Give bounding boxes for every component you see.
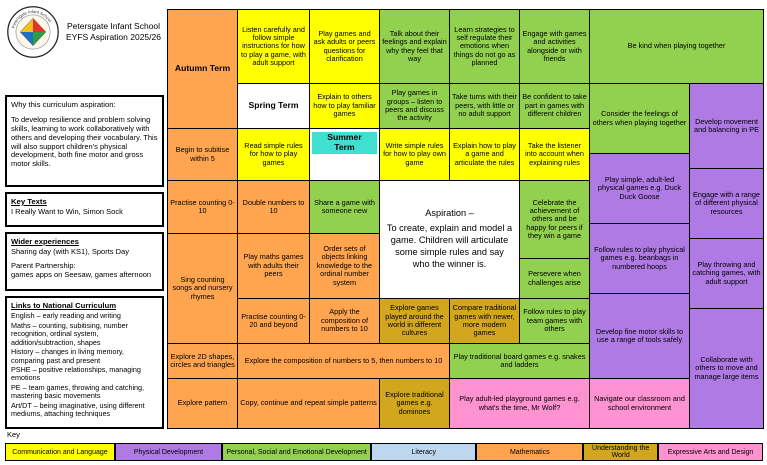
cell-take-listener: Take the listener into account when expl… bbox=[520, 129, 589, 180]
cell-engage-physical-resources: Engage with a range of different physica… bbox=[690, 169, 763, 238]
legend-literacy: Literacy bbox=[371, 443, 477, 461]
cell-double-numbers: Double numbers to 10 bbox=[238, 181, 309, 233]
key-texts-title: Key Texts bbox=[11, 197, 47, 206]
cell-explore-pattern: Explore pattern bbox=[168, 379, 237, 428]
nc-item-maths: Maths – counting, subitising, number rec… bbox=[11, 320, 129, 347]
cell-play-board-games: Play traditional board games e.g. snakes… bbox=[450, 344, 589, 378]
document-title: EYFS Aspiration 2025/26 bbox=[66, 32, 161, 42]
cell-follow-rules-physical: Follow rules to play physical games e.g.… bbox=[590, 224, 689, 293]
cell-explain-to-others: Explain to others how to play familiar g… bbox=[310, 84, 379, 128]
summer-term-label: Summer Term bbox=[312, 132, 377, 154]
aspiration-box: Aspiration – To create, explain and mode… bbox=[380, 181, 519, 298]
cell-consider-feelings: Consider the feelings of others when pla… bbox=[590, 84, 689, 153]
legend-psed: Personal, Social and Emotional Developme… bbox=[222, 443, 372, 461]
cell-play-maths-games: Play maths games with adults their peers bbox=[238, 234, 309, 298]
nc-item-pe: PE – team games, throwing and catching, … bbox=[11, 382, 145, 401]
nc-item-history: History – changes in living memory, comp… bbox=[11, 347, 124, 365]
national-curriculum-title: Links to National Curriculum bbox=[11, 301, 117, 310]
cell-engage-friends: Engage with games and activities alongsi… bbox=[520, 10, 589, 83]
cell-practise-0-10: Practise counting 0-10 bbox=[168, 181, 237, 233]
school-logo: Petersgate Infant School bbox=[7, 6, 59, 58]
parent-partnership-label: Parent Partnership: bbox=[11, 260, 76, 270]
wider-experiences-title: Wider experiences bbox=[11, 237, 79, 246]
school-name: Petersgate Infant School bbox=[66, 20, 161, 31]
wider-experiences-box: Wider experiences Sharing day (with KS1)… bbox=[5, 232, 164, 291]
cell-follow-rules-team: Follow rules to play team games with oth… bbox=[520, 299, 589, 343]
legend-label: Key bbox=[7, 430, 20, 439]
cell-talk-feelings: Talk about their feelings and explain wh… bbox=[380, 10, 449, 83]
legend-bar: Communication and Language Physical Deve… bbox=[5, 443, 764, 461]
cell-explore-composition: Explore the composition of numbers to 5,… bbox=[238, 344, 449, 378]
cell-be-confident: Be confident to take part in games with … bbox=[520, 84, 589, 128]
cell-play-playground: Play adult-led playground games e.g. wha… bbox=[450, 379, 589, 428]
nc-item-pshe: PSHE – positive relationships, managing … bbox=[11, 364, 141, 383]
cell-sing-counting: Sing counting songs and nursery rhymes bbox=[168, 234, 237, 343]
cell-be-kind: Be kind when playing together bbox=[590, 10, 763, 83]
key-texts-box: Key Texts I Really Want to Win, Simon So… bbox=[5, 192, 164, 227]
cell-begin-subitise: Begin to subitise within 5 bbox=[168, 129, 237, 180]
national-curriculum-box: Links to National Curriculum English – e… bbox=[5, 296, 164, 429]
cell-listen-carefully: Listen carefully and follow simple instr… bbox=[238, 10, 309, 83]
logo-crest-icon bbox=[19, 17, 47, 47]
cell-celebrate-achievement: Celebrate the achievement of others and … bbox=[520, 181, 589, 258]
cell-play-simple-adult-led: Play simple, adult-led physical games e.… bbox=[590, 154, 689, 223]
cell-develop-movement: Develop movement and balancing in PE bbox=[690, 84, 763, 168]
cell-copy-continue: Copy, continue and repeat simple pattern… bbox=[238, 379, 379, 428]
cell-write-simple-rules: Write simple rules for how to play own g… bbox=[380, 129, 449, 180]
parent-partnership-detail: games apps on Seesaw, games afternoon bbox=[11, 269, 152, 279]
wider-experiences-line: Sharing day (with KS1), Sports Day bbox=[11, 247, 129, 257]
cell-autumn-term: Autumn Term bbox=[168, 10, 237, 128]
cell-play-games-ask: Play games and ask adults or peers quest… bbox=[310, 10, 379, 83]
cell-explore-games-world: Explore games played around the world in… bbox=[380, 299, 449, 343]
cell-explore-2d: Explore 2D shapes, circles and triangles bbox=[168, 344, 237, 378]
cell-take-turns: Take turns with their peers, with little… bbox=[450, 84, 519, 128]
legend-expressive-arts: Expressive Arts and Design bbox=[657, 443, 764, 461]
why-aspiration-body: To develop resilience and problem solvin… bbox=[11, 115, 158, 169]
cell-play-games-groups: Play games in groups – listen to peers a… bbox=[380, 84, 449, 128]
aspiration-title: Aspiration – bbox=[425, 208, 474, 219]
curriculum-grid: Autumn Term Listen carefully and follow … bbox=[167, 9, 764, 429]
cell-navigate-classroom: Navigate our classroom and school enviro… bbox=[590, 379, 689, 428]
cell-compare-traditional: Compare traditional games with newer, mo… bbox=[450, 299, 519, 343]
cell-collaborate-large: Collaborate with others to move and mana… bbox=[690, 309, 763, 428]
aspiration-body: To create, explain and model a game. Chi… bbox=[386, 223, 513, 269]
cell-persevere: Persevere when challenges arise bbox=[520, 259, 589, 298]
legend-understanding-world: Understanding the World bbox=[583, 443, 658, 461]
cell-read-simple-rules: Read simple rules for how to play games bbox=[238, 129, 309, 180]
legend-physical-development: Physical Development bbox=[114, 443, 222, 461]
cell-share-game-new: Share a game with someone new bbox=[310, 181, 379, 233]
cell-develop-fine-motor: Develop fine motor skills to use a range… bbox=[590, 294, 689, 378]
nc-item-artdt: Art/DT – being imaginative, using differ… bbox=[11, 400, 145, 419]
legend-mathematics: Mathematics bbox=[476, 443, 584, 461]
cell-order-sets: Order sets of objects linking knowledge … bbox=[310, 234, 379, 298]
cell-spring-term: Spring Term bbox=[238, 84, 309, 128]
legend-communication-language: Communication and Language bbox=[5, 443, 115, 461]
key-texts-body: I Really Want to Win, Simon Sock bbox=[11, 207, 123, 217]
cell-learn-strategies: Learn strategies to self regulate their … bbox=[450, 10, 519, 83]
header-text: Petersgate Infant School EYFS Aspiration… bbox=[63, 21, 164, 43]
cell-play-throwing: Play throwing and catching games, with a… bbox=[690, 239, 763, 308]
cell-practise-0-20: Practise counting 0-20 and beyond bbox=[238, 299, 309, 343]
why-aspiration-title: Why this curriculum aspiration: bbox=[11, 100, 116, 109]
nc-item-english: English – early reading and writing bbox=[11, 311, 121, 321]
document-header: Petersgate Infant School Petersgate Infa… bbox=[6, 5, 164, 59]
why-aspiration-box: Why this curriculum aspiration: To devel… bbox=[5, 95, 164, 187]
cell-apply-composition: Apply the composition of numbers to 10 bbox=[310, 299, 379, 343]
cell-summer-term: Summer Term bbox=[310, 129, 379, 180]
cell-explore-dominoes: Explore traditional games e.g. dominoes bbox=[380, 379, 449, 428]
cell-explain-how-play: Explain how to play a game and articulat… bbox=[450, 129, 519, 180]
